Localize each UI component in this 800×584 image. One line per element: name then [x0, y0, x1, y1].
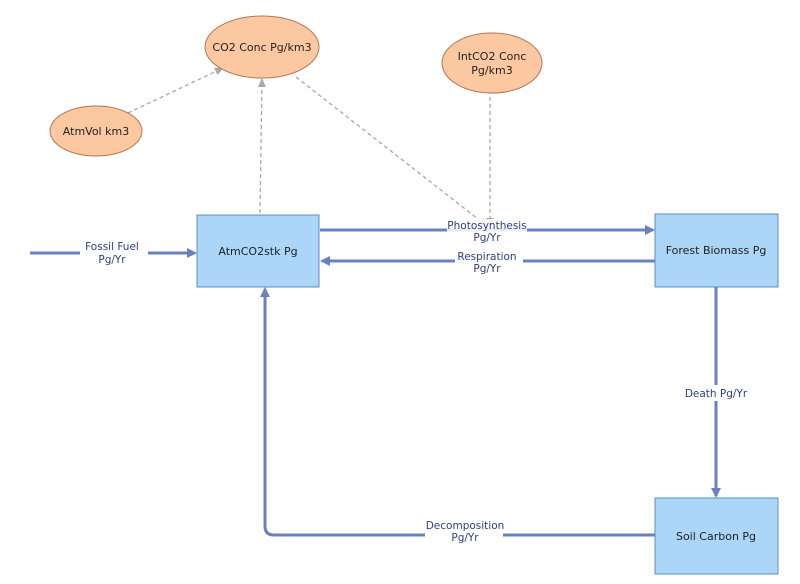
link-atm-to-co2conc[interactable] — [257, 78, 266, 214]
decomposition-label-line1: Decomposition — [426, 520, 505, 532]
variable-intco2-conc-label-line1: IntCO2 Conc — [458, 50, 527, 63]
respiration-label-line2: Pg/Yr — [473, 263, 501, 275]
fossil-fuel-label-bg — [80, 240, 148, 268]
stock-soil-carbon-label: Soil Carbon Pg — [676, 530, 756, 543]
variable-co2-conc[interactable] — [204, 15, 320, 79]
stock-soil-carbon[interactable] — [654, 497, 779, 575]
variable-atmvol-label: AtmVol km3 — [63, 125, 129, 138]
photosynthesis-label-line1: Photosynthesis — [447, 220, 526, 232]
stock-atmco2stk-label: AtmCO2stk Pg — [218, 245, 297, 258]
variable-intco2-conc-label-line2: Pg/km3 — [471, 64, 512, 77]
stock-forest-biomass[interactable] — [654, 213, 779, 288]
flow-decomposition[interactable] — [260, 287, 655, 537]
death-label: Death Pg/Yr — [685, 388, 748, 400]
photosynthesis-label-bg — [447, 219, 527, 245]
decomposition-label-bg — [425, 518, 503, 546]
respiration-label-bg — [455, 249, 523, 275]
stock-atmco2stk[interactable] — [196, 214, 320, 288]
stock-forest-biomass-label: Forest Biomass Pg — [666, 244, 767, 257]
link-co2conc-to-photosynthesis[interactable] — [295, 76, 488, 227]
variable-intco2-conc[interactable] — [441, 32, 543, 94]
death-label-bg — [680, 385, 752, 401]
fossil-fuel-label-line1: Fossil Fuel — [85, 241, 139, 253]
link-atmvol-to-co2conc[interactable] — [127, 67, 224, 114]
photosynthesis-label-line2: Pg/Yr — [473, 232, 501, 244]
variable-co2-conc-label: CO2 Conc Pg/km3 — [212, 41, 311, 54]
fossil-fuel-label-line2: Pg/Yr — [98, 254, 126, 266]
decomposition-label-line2: Pg/Yr — [451, 532, 479, 544]
respiration-label-line1: Respiration — [457, 251, 516, 263]
variable-atmvol[interactable] — [49, 105, 143, 157]
